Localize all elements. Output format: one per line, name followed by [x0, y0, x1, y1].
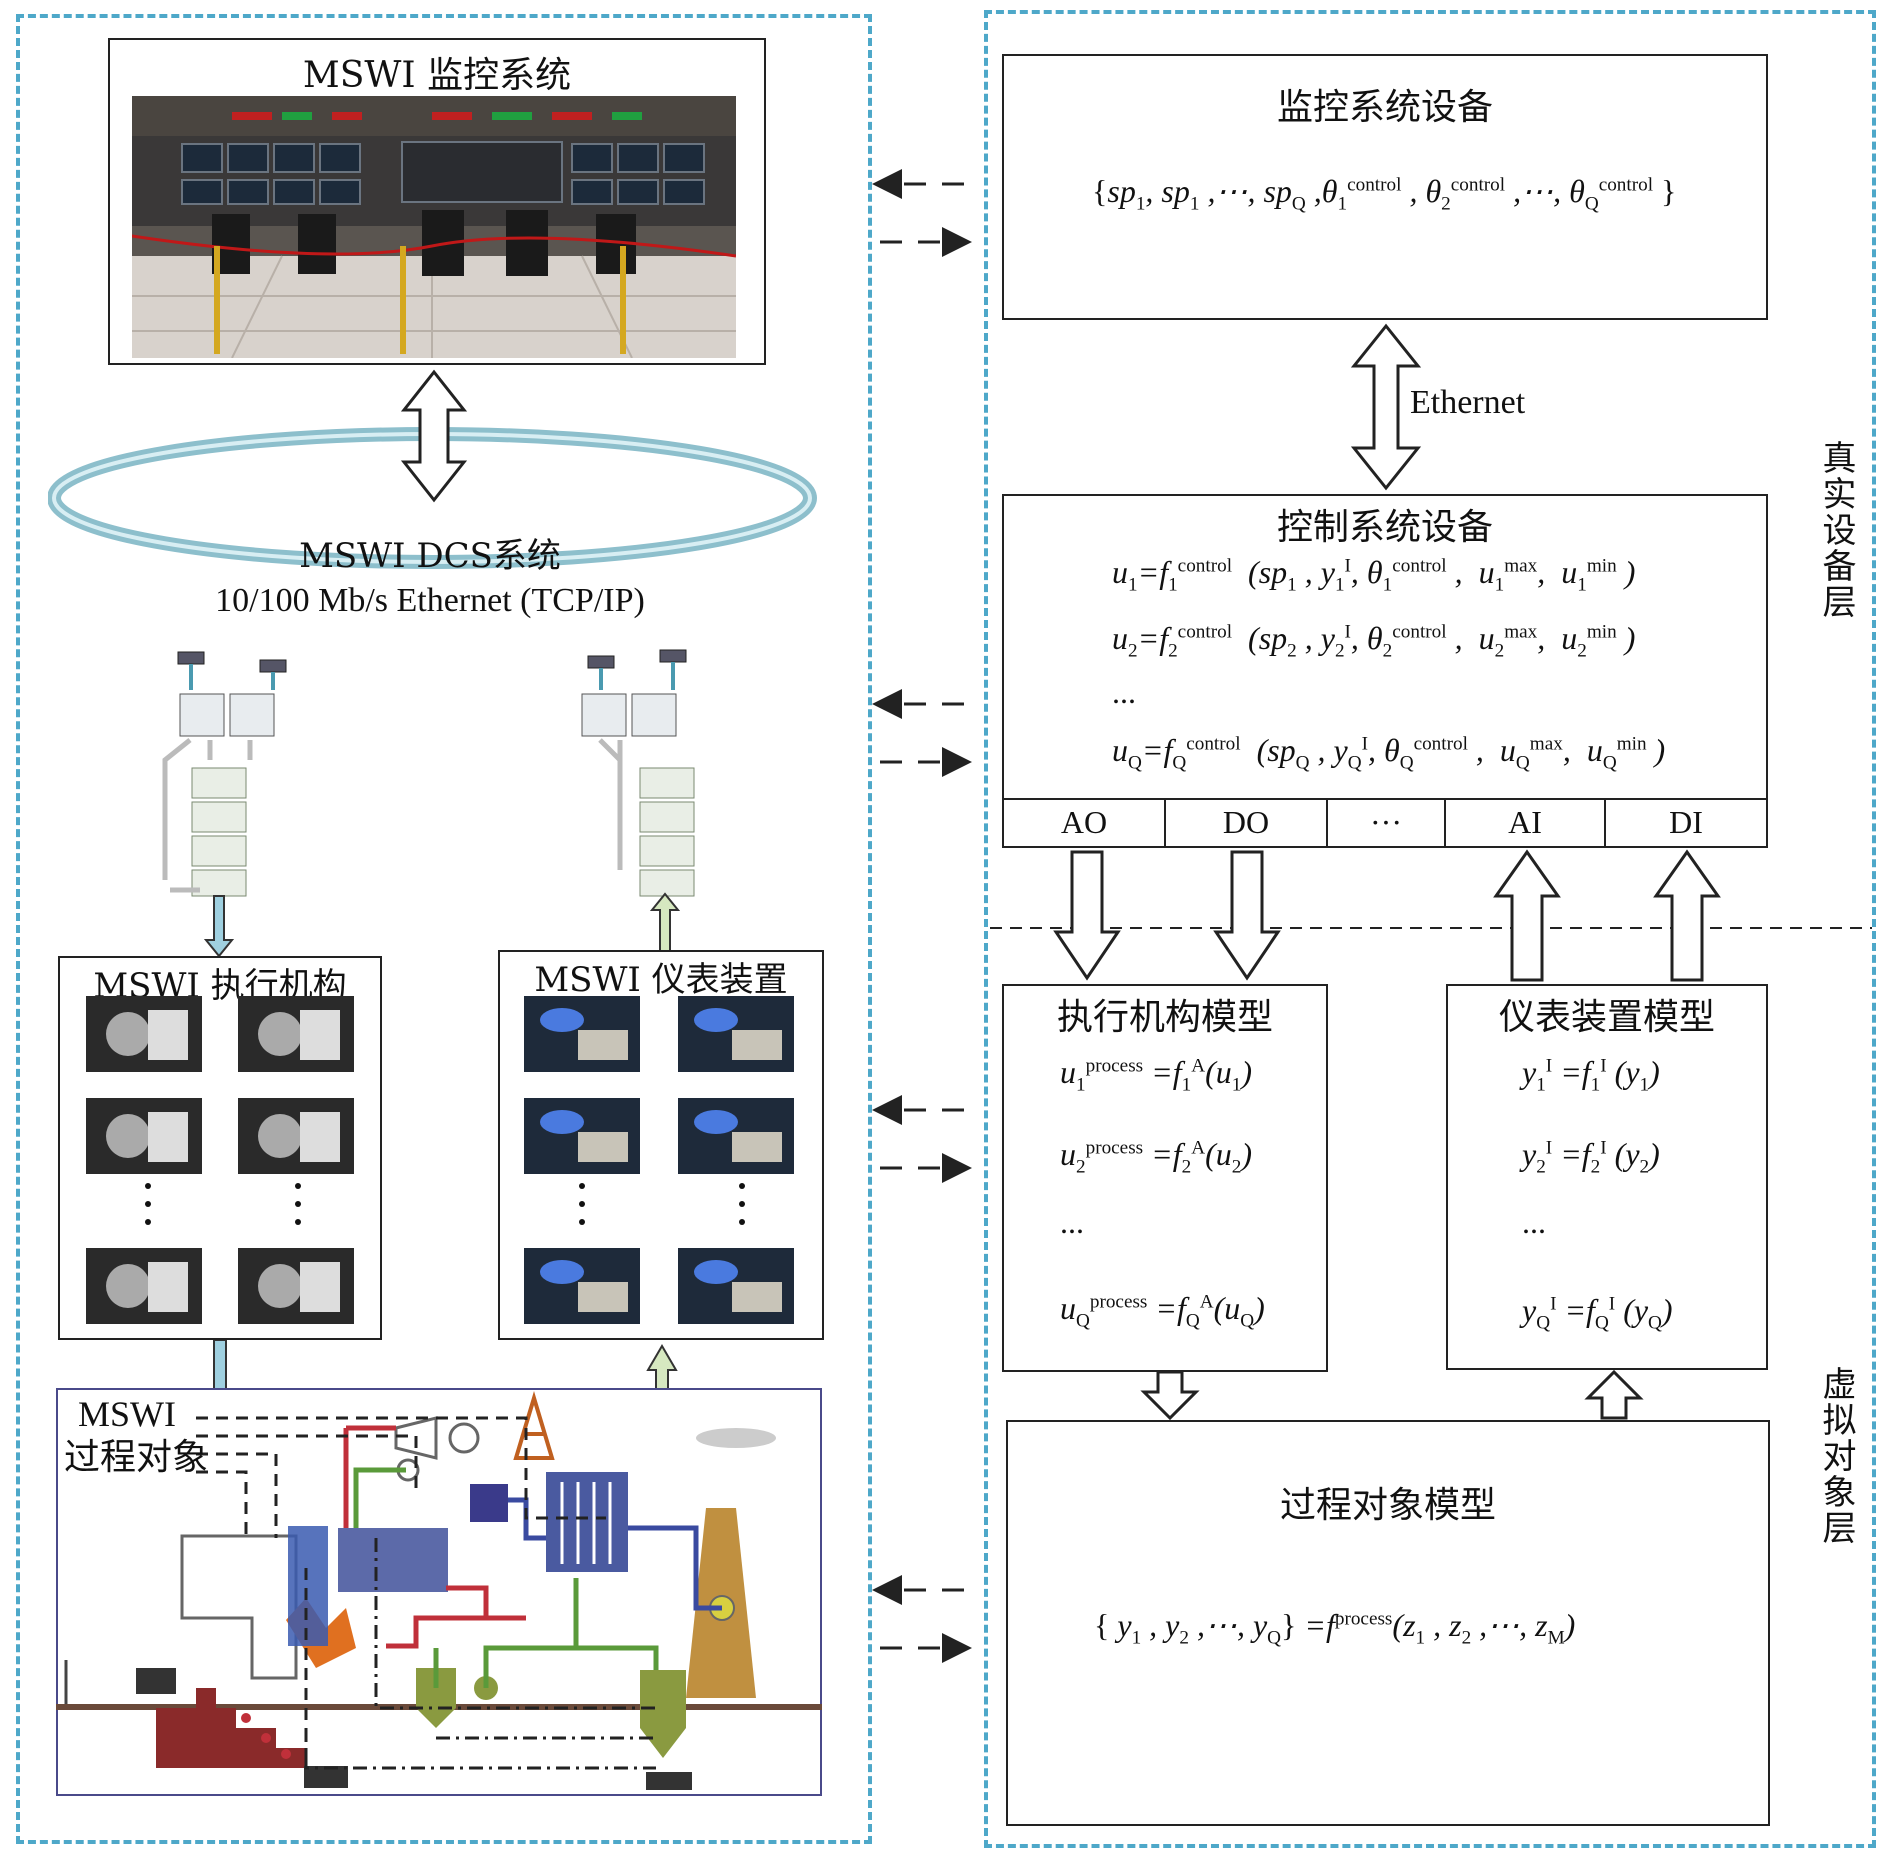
actuator-thumb: [238, 1248, 354, 1324]
control-eq-1: u1=f1control (sp1 , y1I, θ1control , u1m…: [1112, 554, 1636, 596]
actuator-model-down-arrow: [1140, 1370, 1200, 1421]
control-eq-Q: uQ=fQcontrol (spQ , yQI, θQcontrol , uQm…: [1112, 732, 1666, 774]
process-title-line2: 过程对象: [64, 1437, 209, 1478]
monitor-device-box: 监控系统设备 {sp1, sp1 ,⋯, spQ ,θ1control , θ2…: [1002, 54, 1768, 320]
right-io-rack: [581, 649, 695, 957]
ethernet-label: Ethernet: [1410, 384, 1526, 421]
dcs-title: MSWI DCS系统: [299, 536, 561, 576]
actuator-thumb: [238, 996, 354, 1072]
actuator-eq-2: u2process =f2A(u2): [1060, 1136, 1252, 1178]
dcs-network-label: 10/100 Mb/s Ethernet (TCP/IP): [215, 582, 645, 619]
io-ellipsis: ···: [1328, 800, 1446, 846]
right-panel: [984, 10, 1876, 1848]
instrument-title: MSWI 仪表装置: [534, 960, 788, 1000]
control-device-box: 控制系统设备 u1=f1control (sp1 , y1I, θ1contro…: [1002, 494, 1768, 848]
instrument-thumb: [524, 1248, 640, 1324]
monitor-system-title: MSWI 监控系统: [302, 55, 572, 96]
instrument-model-up-arrow: [1584, 1369, 1644, 1420]
instrument-images: [524, 996, 794, 1324]
actuator-images: [86, 996, 354, 1324]
monitor-dcs-double-arrow: [400, 369, 468, 503]
control-eq-2: u2=f2control (sp2 , y2I, θ2control , u2m…: [1112, 620, 1636, 662]
instrument-eq-2: y2I =f2I (y2): [1522, 1136, 1660, 1178]
instrument-model-box: 仪表装置模型 y1I =f1I (y1) y2I =f2I (y2) ... y…: [1446, 984, 1768, 1370]
di-up-arrow: [1653, 849, 1721, 982]
layer-virtual-label: 虚拟对象层: [1816, 1366, 1856, 1555]
actuator-thumb: [86, 1248, 202, 1324]
ao-down-arrow: [1053, 850, 1121, 981]
left-panel: [16, 14, 872, 1844]
actuator-vertical-dots: [145, 1183, 301, 1225]
instrument-eq-Q: yQI =fQI (yQ): [1522, 1292, 1673, 1334]
instrument-thumb: [678, 1098, 794, 1174]
actuator-thumb: [86, 1098, 202, 1174]
actuator-thumb: [238, 1098, 354, 1174]
layer-real-text: 真实设备层: [1816, 440, 1856, 620]
process-plant-schematic: [56, 1391, 822, 1790]
instrument-thumb: [524, 996, 640, 1072]
control-device-title: 控制系统设备: [1276, 507, 1493, 548]
ai-up-arrow: [1493, 849, 1561, 982]
instrument-thumb: [678, 1248, 794, 1324]
process-model-box: 过程对象模型 { y1 , y2 ,⋯, yQ} =fprocess(z1 , …: [1006, 1420, 1770, 1826]
actuator-eq-Q: uQprocess =fQA(uQ): [1060, 1290, 1265, 1332]
actuator-model-box: 执行机构模型 u1process =f1A(u1) u2process =f2A…: [1002, 984, 1328, 1372]
actuator-eq-dots: ...: [1060, 1204, 1084, 1240]
io-di: DI: [1669, 804, 1703, 840]
instrument-eq-1: y1I =f1I (y1): [1522, 1054, 1660, 1096]
monitor-system-box: MSWI 监控系统: [108, 38, 766, 365]
control-eq-dots: ...: [1112, 674, 1136, 710]
process-title: MSWI 过程对象: [64, 1392, 208, 1480]
process-model-title: 过程对象模型: [1279, 1485, 1496, 1526]
io-do: DO: [1166, 800, 1328, 846]
io-strip: AO DO ··· AI DI: [1004, 798, 1766, 846]
actuator-thumb: [86, 996, 202, 1072]
layer-real-label: 真实设备层: [1816, 440, 1856, 629]
actuator-eq-1: u1process =f1A(u1): [1060, 1054, 1252, 1096]
actuator-model-title: 执行机构模型: [1056, 997, 1273, 1038]
left-io-rack: [162, 651, 287, 958]
process-model-eq: { y1 , y2 ,⋯, yQ} =fprocess(z1 , z2 ,⋯, …: [1094, 1607, 1576, 1649]
instrument-thumb: [678, 996, 794, 1072]
layer-virtual-text: 虚拟对象层: [1816, 1366, 1856, 1546]
instrument-thumb: [524, 1098, 640, 1174]
instrument-eq-dots: ...: [1522, 1204, 1546, 1240]
instrument-vertical-dots: [579, 1183, 745, 1225]
control-room-photo: [132, 96, 736, 358]
do-down-arrow: [1213, 850, 1281, 981]
process-title-line1: MSWI: [78, 1394, 176, 1434]
monitor-device-title: 监控系统设备: [1276, 87, 1493, 128]
io-ai: AI: [1446, 800, 1606, 846]
ethernet-double-arrow: [1350, 323, 1422, 491]
io-ao: AO: [1004, 800, 1166, 846]
monitor-device-param-set: {sp1, sp1 ,⋯, spQ ,θ1control , θ2control…: [1092, 173, 1677, 215]
instrument-model-title: 仪表装置模型: [1498, 997, 1715, 1038]
